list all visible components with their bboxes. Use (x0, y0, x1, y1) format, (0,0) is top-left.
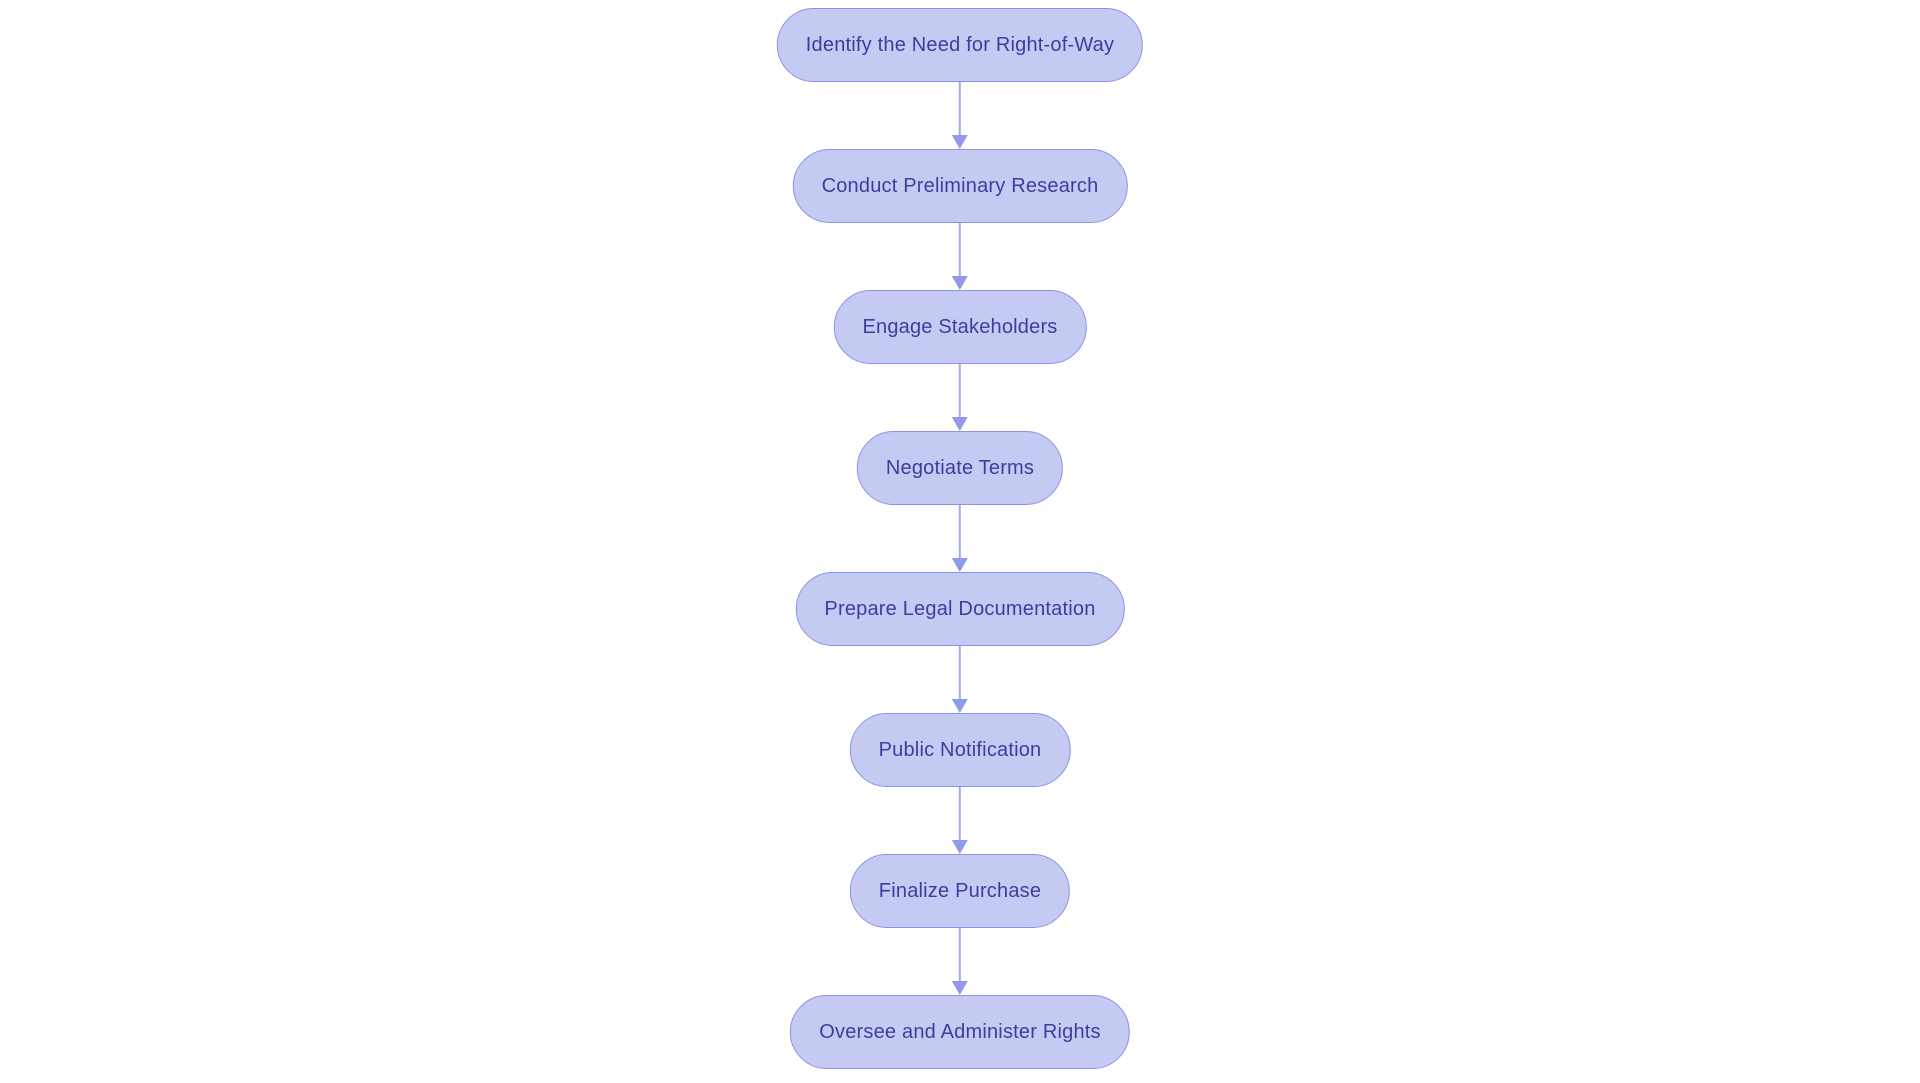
flow-node-preliminary-research: Conduct Preliminary Research (792, 149, 1128, 223)
flow-node-label: Prepare Legal Documentation (824, 597, 1096, 620)
down-arrow (951, 364, 968, 431)
flow-node-label: Finalize Purchase (878, 879, 1042, 902)
flow-node-administer-rights: Oversee and Administer Rights (790, 995, 1130, 1069)
down-arrow (951, 223, 968, 290)
flowchart: Identify the Need for Right-of-Way Condu… (776, 8, 1144, 1069)
down-arrow (951, 646, 968, 713)
flow-node-label: Negotiate Terms (885, 456, 1035, 479)
flow-node-legal-documentation: Prepare Legal Documentation (795, 572, 1125, 646)
down-arrow (951, 787, 968, 854)
flow-node-identify-need: Identify the Need for Right-of-Way (776, 8, 1144, 82)
flow-node-label: Public Notification (878, 738, 1042, 761)
down-arrow (951, 505, 968, 572)
flow-node-engage-stakeholders: Engage Stakeholders (833, 290, 1087, 364)
flow-node-negotiate-terms: Negotiate Terms (856, 431, 1064, 505)
flow-node-finalize-purchase: Finalize Purchase (849, 854, 1071, 928)
flow-node-label: Identify the Need for Right-of-Way (805, 33, 1115, 56)
down-arrow (951, 928, 968, 995)
flow-node-label: Engage Stakeholders (862, 315, 1058, 338)
down-arrow (951, 82, 968, 149)
flow-node-label: Conduct Preliminary Research (821, 174, 1099, 197)
flow-node-label: Oversee and Administer Rights (819, 1020, 1101, 1043)
flow-node-public-notification: Public Notification (849, 713, 1071, 787)
